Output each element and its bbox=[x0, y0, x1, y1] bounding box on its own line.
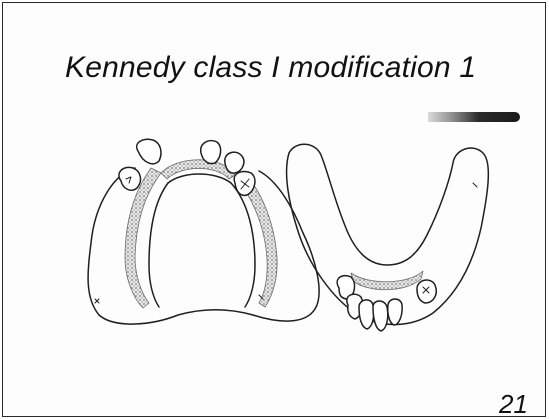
page-number: 21 bbox=[499, 389, 528, 420]
mandibular-tooth bbox=[373, 301, 388, 331]
maxillary-outline bbox=[88, 168, 319, 324]
mandibular-tooth bbox=[359, 300, 374, 329]
maxillary-tooth bbox=[225, 152, 244, 173]
mandibular-outline bbox=[287, 144, 489, 324]
maxillary-tooth bbox=[137, 139, 161, 164]
maxillary-tooth bbox=[201, 141, 221, 164]
slide-frame: Kennedy class I modification 1 bbox=[2, 2, 546, 417]
maxillary-inner-palate bbox=[149, 183, 168, 307]
mandibular-tooth bbox=[388, 299, 402, 325]
mandibular-lingual-bar bbox=[351, 271, 423, 290]
mandibular-arch-illustration bbox=[287, 144, 489, 331]
mandibular-tooth bbox=[417, 280, 436, 303]
maxillary-tooth bbox=[119, 167, 141, 190]
dental-arch-diagram bbox=[3, 3, 547, 418]
maxillary-anterior-strap bbox=[161, 160, 235, 179]
maxillary-arch-illustration bbox=[88, 139, 319, 324]
